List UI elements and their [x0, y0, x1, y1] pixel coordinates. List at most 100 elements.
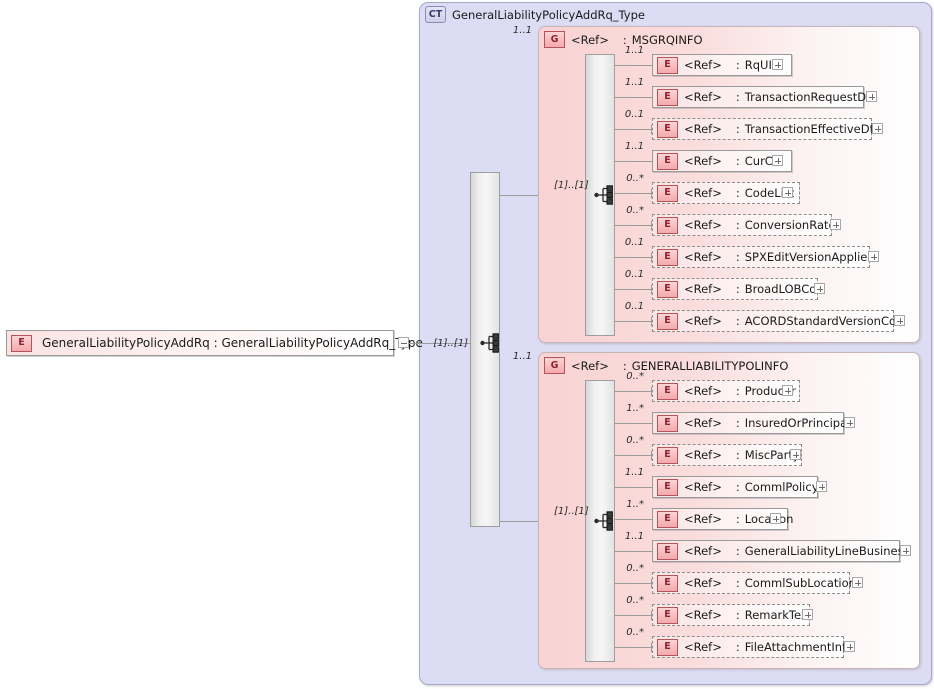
optional-stub-1-2 — [651, 451, 652, 460]
group-ref-label: <Ref> — [571, 32, 609, 47]
row-connector-1-2 — [615, 455, 652, 456]
element-badge: E — [11, 334, 32, 352]
element-box-miscparty[interactable]: E<Ref>:MiscParty — [652, 444, 802, 466]
expand-toggle-transactioneffectivedt-icon[interactable] — [872, 123, 883, 134]
element-cardinality-1-0: 0..* — [626, 371, 644, 382]
element-box-curcd[interactable]: E<Ref>:CurCd — [652, 150, 792, 172]
element-name: TransactionEffectiveDt — [744, 122, 875, 136]
expand-toggle-commlpolicy-icon[interactable] — [816, 481, 827, 492]
expand-toggle-generalliabilitylinebusiness-icon[interactable] — [900, 545, 911, 556]
row-connector-1-3 — [615, 487, 652, 488]
expand-toggle-commlsublocation-icon[interactable] — [852, 577, 863, 588]
element-badge: E — [657, 280, 678, 298]
element-cardinality-0-1: 1..1 — [624, 77, 644, 88]
element-cardinality-0-6: 0..1 — [624, 237, 644, 248]
element-badge: E — [657, 414, 678, 432]
expand-toggle-remarktext-icon[interactable] — [802, 609, 813, 620]
element-box-remarktext[interactable]: E<Ref>:RemarkText — [652, 604, 812, 626]
expand-toggle-transactionrequestdt-icon[interactable] — [866, 91, 877, 102]
group-inner-cardinality-0: [1]..[1] — [554, 180, 589, 191]
element-badge: E — [657, 446, 678, 464]
row-connector-0-3 — [615, 161, 652, 162]
row-connector-0-2 — [615, 129, 652, 130]
optional-stub-1-6 — [651, 579, 652, 588]
element-colon: : — [735, 448, 740, 462]
element-ref-label: <Ref> — [684, 544, 722, 558]
element-ref-label: <Ref> — [684, 58, 722, 72]
element-box-transactionrequestdt[interactable]: E<Ref>:TransactionRequestDt — [652, 86, 871, 108]
expand-toggle-fileattachmentinfo-icon[interactable] — [844, 641, 855, 652]
expand-toggle-conversionrate-icon[interactable] — [830, 219, 841, 230]
group-cardinality-0: 1..1 — [512, 25, 532, 36]
element-box-commlpolicy[interactable]: E<Ref>:CommlPolicy — [652, 476, 819, 498]
element-name: ConversionRate — [744, 218, 836, 232]
group-sequence-compositor-icon-1 — [594, 511, 616, 531]
expand-toggle-miscparty-icon[interactable] — [790, 449, 801, 460]
element-ref-label: <Ref> — [684, 314, 722, 328]
expand-toggle-broadlobcd-icon[interactable] — [814, 283, 825, 294]
element-colon: : — [735, 576, 740, 590]
element-ref-label: <Ref> — [684, 416, 722, 430]
expand-toggle-rquid-icon[interactable] — [772, 59, 783, 70]
expand-toggle-insuredorprincipal-icon[interactable] — [844, 417, 855, 428]
element-ref-label: <Ref> — [684, 122, 722, 136]
element-cardinality-0-3: 1..1 — [624, 141, 644, 152]
element-box-transactioneffectivedt[interactable]: E<Ref>:TransactionEffectiveDt — [652, 118, 875, 140]
expand-toggle-location-icon[interactable] — [770, 513, 781, 524]
element-name: TransactionRequestDt — [744, 90, 871, 104]
row-connector-1-4 — [615, 519, 652, 520]
row-connector-1-0 — [615, 391, 652, 392]
element-colon: : — [735, 250, 740, 264]
group-ref-label: <Ref> — [571, 358, 609, 373]
element-colon: : — [735, 512, 740, 526]
row-connector-0-4 — [615, 193, 652, 194]
element-box-generalliabilitylinebusiness[interactable]: E<Ref>:GeneralLiabilityLineBusiness — [652, 540, 910, 562]
element-colon: : — [735, 90, 740, 104]
group-name: GENERALLIABILITYPOLINFO — [631, 358, 789, 373]
root-collapse-toggle-icon[interactable] — [398, 337, 409, 348]
element-box-spxeditversionapplied[interactable]: E<Ref>:SPXEditVersionApplied — [652, 246, 875, 268]
element-box-conversionrate[interactable]: E<Ref>:ConversionRate — [652, 214, 836, 236]
element-name: Location — [745, 512, 794, 526]
element-cardinality-0-4: 0..* — [626, 173, 644, 184]
element-box-insuredorprincipal[interactable]: E<Ref>:InsuredOrPrincipal — [652, 412, 850, 434]
expand-toggle-acordstandardversioncd-icon[interactable] — [894, 315, 905, 326]
element-name: CodeList — [744, 186, 795, 200]
expand-toggle-spxeditversionapplied-icon[interactable] — [868, 251, 879, 262]
complextype-name: GeneralLiabilityPolicyAddRq_Type — [452, 7, 645, 22]
expand-toggle-codelist-icon[interactable] — [782, 187, 793, 198]
element-colon: : — [735, 314, 740, 328]
root-to-sequence-line — [409, 343, 470, 344]
element-box-commlsublocation[interactable]: E<Ref>:CommlSubLocation — [652, 572, 856, 594]
element-ref-label: <Ref> — [684, 282, 722, 296]
element-box-broadlobcd[interactable]: E<Ref>:BroadLOBCd — [652, 278, 818, 300]
element-colon: : — [735, 416, 740, 430]
element-ref-label: <Ref> — [684, 186, 722, 200]
expand-toggle-curcd-icon[interactable] — [772, 155, 783, 166]
element-box-acordstandardversioncd[interactable]: E<Ref>:ACORDStandardVersionCd — [652, 310, 896, 332]
element-box-location[interactable]: E<Ref>:Location — [652, 508, 793, 530]
element-badge: E — [657, 248, 678, 266]
element-badge: E — [657, 152, 678, 170]
expand-toggle-producer-icon[interactable] — [782, 385, 793, 396]
sequence-to-group-line-0 — [500, 195, 538, 196]
element-badge: E — [657, 606, 678, 624]
element-box-codelist[interactable]: E<Ref>:CodeList — [652, 182, 800, 204]
row-connector-0-5 — [615, 225, 652, 226]
element-ref-label: <Ref> — [684, 608, 722, 622]
element-badge: E — [657, 216, 678, 234]
element-cardinality-0-0: 1..1 — [624, 45, 644, 56]
group-badge: G — [544, 31, 565, 48]
element-name: SPXEditVersionApplied — [744, 250, 875, 264]
element-name: RqUID — [744, 58, 781, 72]
sequence-to-group-line-1 — [500, 521, 538, 522]
row-connector-1-6 — [615, 583, 652, 584]
element-name: CurCd — [744, 154, 781, 168]
element-box-rquid[interactable]: E<Ref>:RqUID — [652, 54, 792, 76]
element-box-producer[interactable]: E<Ref>:Producer — [652, 380, 800, 402]
group-sequence-compositor-icon-0 — [594, 185, 616, 205]
element-colon: : — [735, 122, 740, 136]
element-box-fileattachmentinfo[interactable]: E<Ref>:FileAttachmentInfo — [652, 636, 853, 658]
